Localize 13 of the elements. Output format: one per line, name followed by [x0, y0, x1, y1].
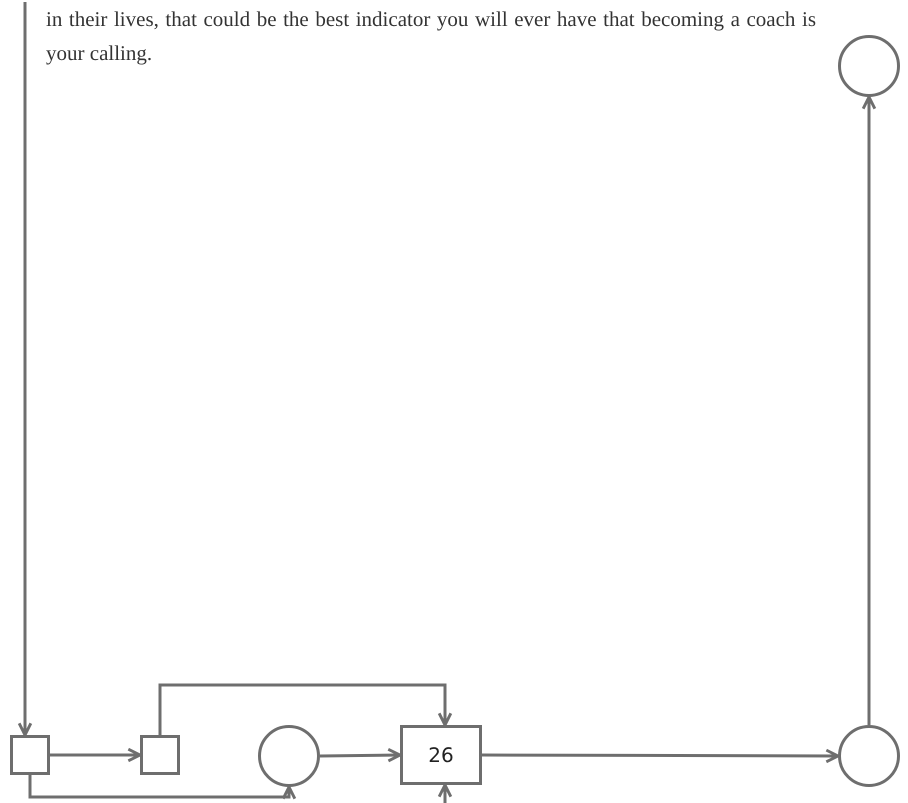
arrow — [320, 748, 402, 762]
arrow — [158, 684, 452, 735]
body-text: in their lives, that could be the best indicator you will ever have that becoming a coach is your calling. — [46, 6, 816, 67]
node-label: 26 — [428, 743, 454, 767]
arrow — [50, 748, 142, 762]
arrow — [862, 96, 876, 725]
square-node — [140, 735, 180, 775]
arrow — [438, 784, 452, 803]
arrow — [18, 2, 32, 736]
arrow — [28, 775, 296, 800]
process-box — [400, 725, 482, 785]
square-node — [10, 735, 50, 775]
arrow — [482, 748, 840, 764]
